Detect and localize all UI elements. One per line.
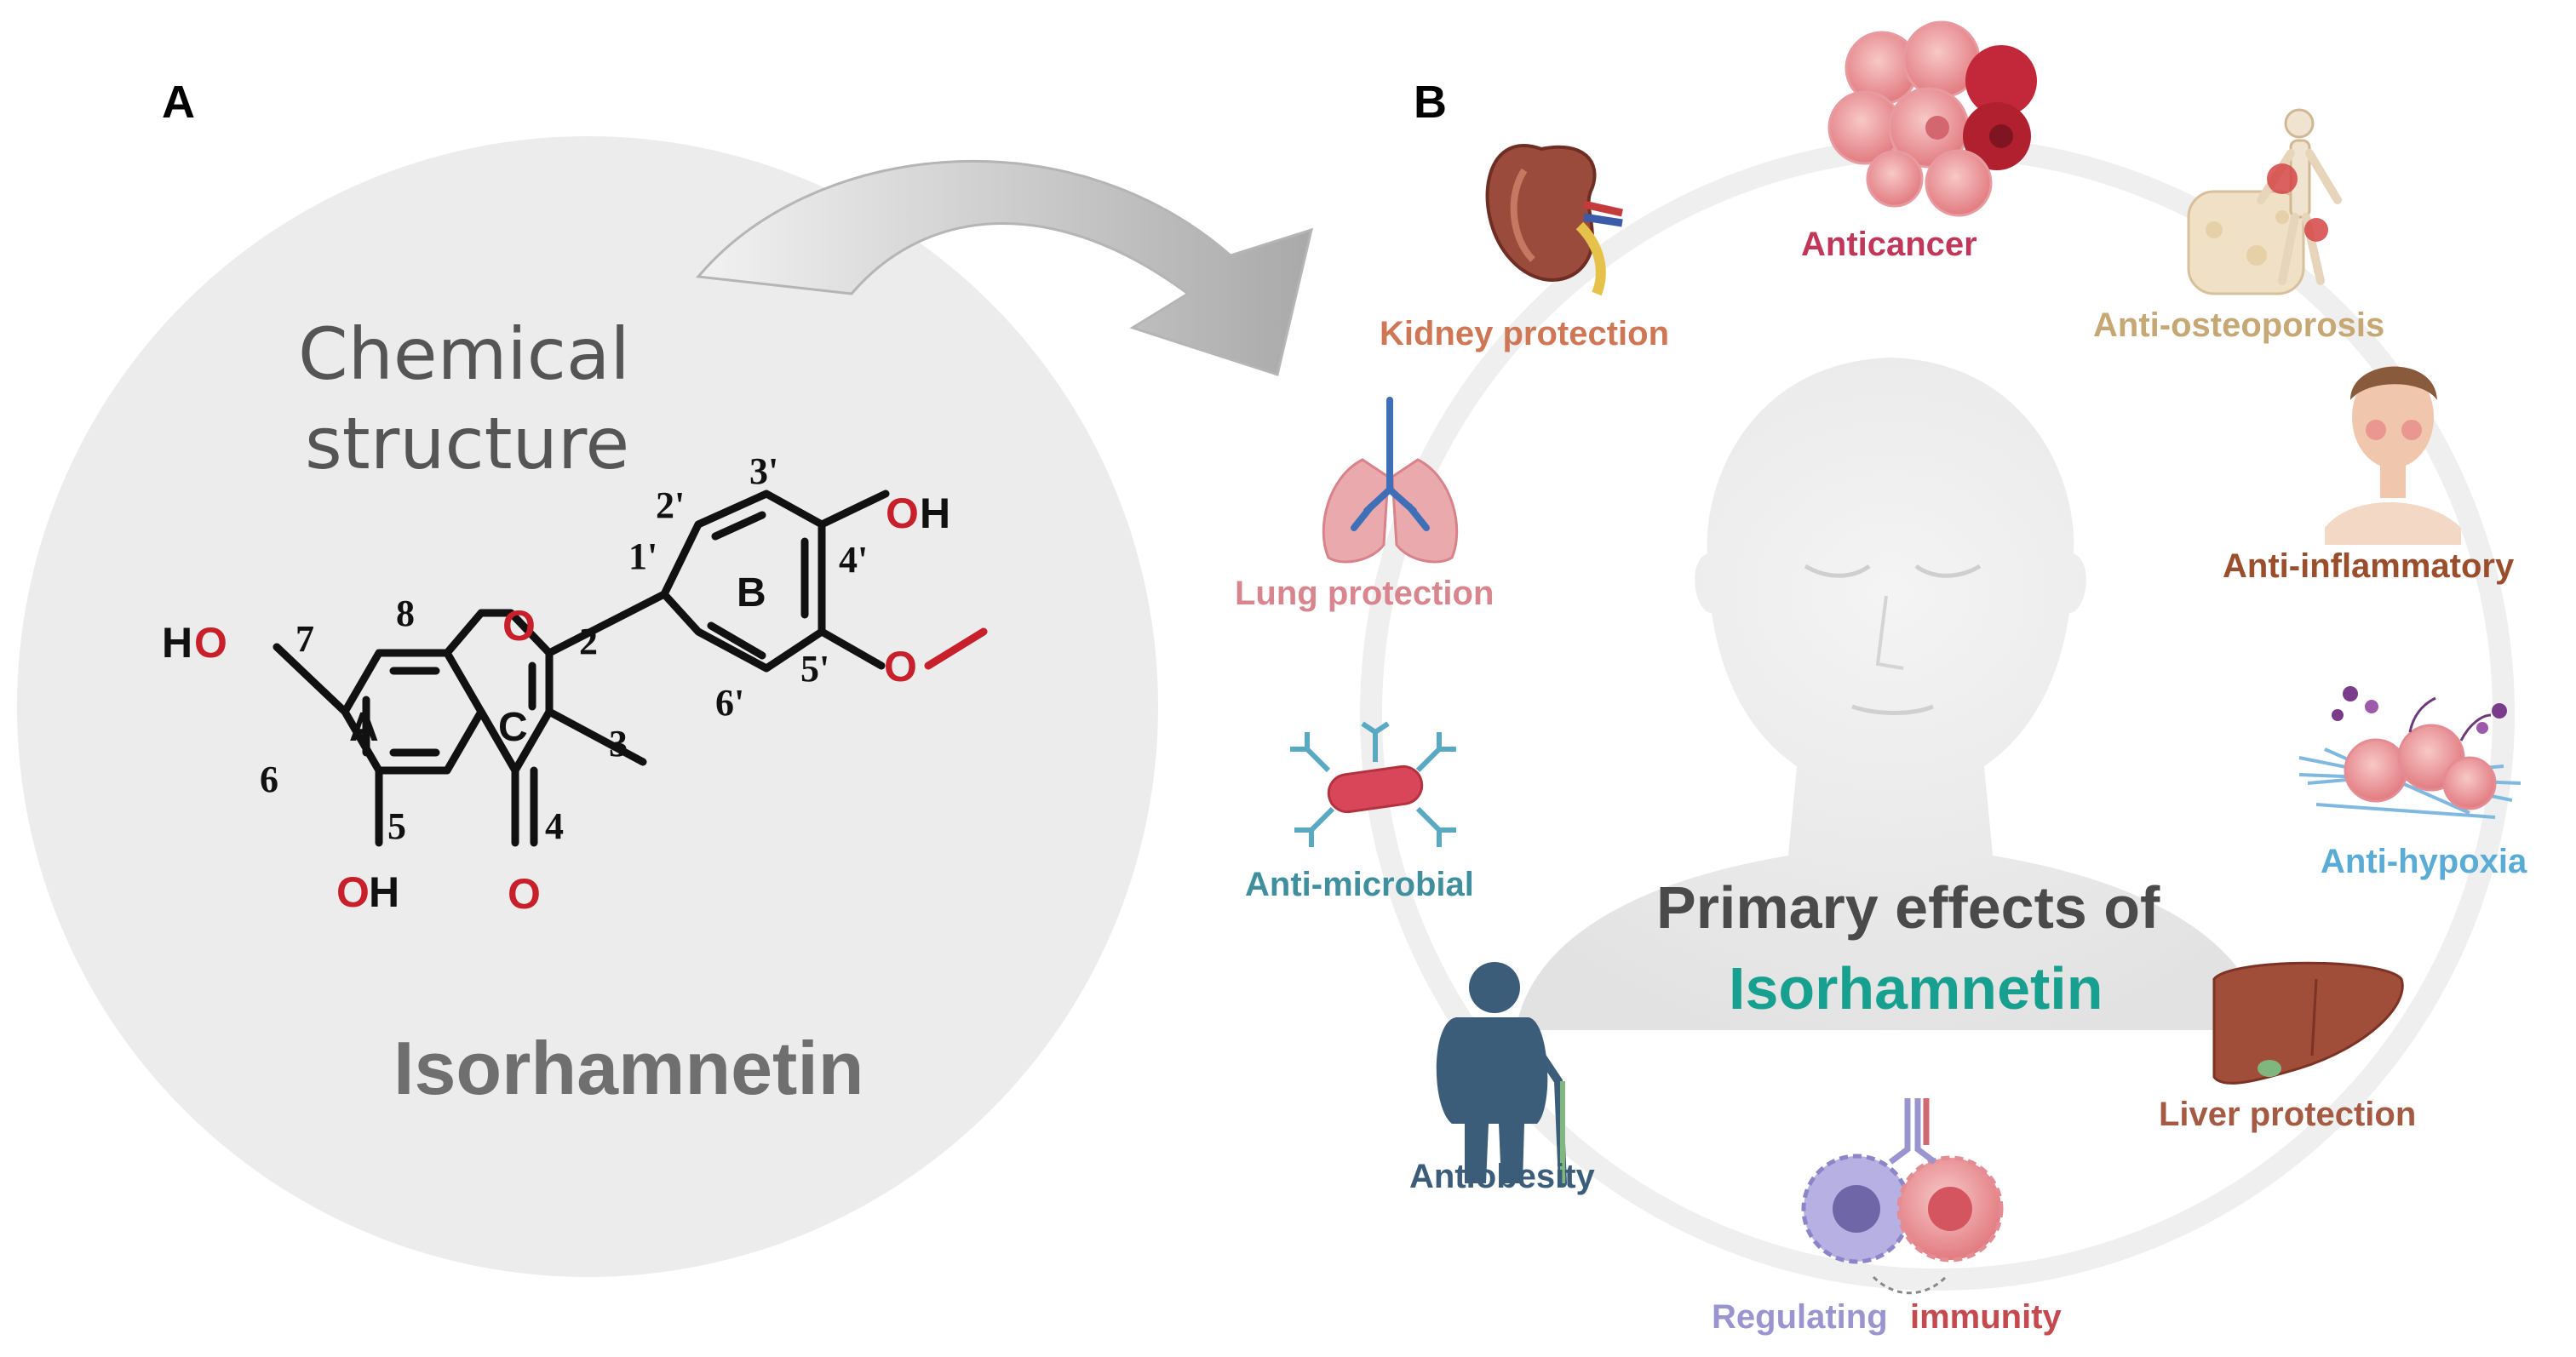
effect-anti-osteoporosis: Anti-osteoporosis — [2093, 306, 2384, 344]
cancer-cells-icon — [1827, 20, 2037, 217]
ring-label-a: A — [349, 705, 379, 750]
liver-icon — [2212, 961, 2404, 1085]
position-5prime: 5' — [800, 648, 829, 690]
atom-o-ring: O — [502, 602, 536, 650]
effect-liver-protection: Liver protection — [2159, 1096, 2416, 1133]
panel-a: A Chemical structure Isorhamnetin — [17, 77, 1158, 1277]
atom-h-5: H — [369, 868, 399, 916]
panel-b-letter: B — [1414, 77, 1447, 128]
position-4prime: 4' — [839, 539, 868, 581]
ring-label-c: C — [498, 705, 528, 750]
curved-arrow-icon — [696, 160, 1314, 376]
atom-h-7: H — [162, 619, 192, 667]
center-title-line2: Isorhamnetin — [1729, 955, 2103, 1022]
position-2prime: 2' — [656, 484, 685, 526]
effect-antiobesity: Antiobesity — [1409, 1158, 1596, 1195]
effect-anticancer: Anticancer — [1801, 226, 1977, 263]
position-3prime: 3' — [749, 450, 778, 492]
ring-label-b: B — [737, 570, 766, 616]
position-6prime: 6' — [715, 682, 744, 724]
position-7: 7 — [295, 618, 314, 660]
compound-name: Isorhamnetin — [393, 1026, 864, 1110]
bacteria-antibodies-icon — [1290, 721, 1456, 847]
atom-h-4prime: H — [920, 490, 950, 537]
immune-cells-icon — [1801, 1098, 2004, 1295]
isorhamnetin-structure — [273, 490, 988, 847]
effect-anti-inflammatory: Anti-inflammatory — [2223, 547, 2515, 585]
atom-o-methoxy: O — [884, 643, 917, 690]
kidney-icon — [1485, 144, 1623, 296]
panel-a-background-circle — [17, 136, 1158, 1277]
lungs-icon — [1322, 397, 1459, 564]
effect-lung-protection: Lung protection — [1235, 575, 1494, 612]
atom-o-4prime: O — [886, 490, 919, 537]
skeleton-icon — [2187, 108, 2342, 295]
position-1prime: 1' — [628, 535, 657, 577]
center-title-line1: Primary effects of — [1656, 874, 2160, 941]
chemical-structure-title-line1: Chemical — [298, 312, 630, 396]
effect-kidney-protection: Kidney protection — [1380, 315, 1669, 352]
atom-o-5: O — [336, 868, 370, 916]
position-2: 2 — [579, 621, 598, 662]
effect-immunity: immunity — [1910, 1298, 2063, 1336]
position-6: 6 — [260, 759, 278, 800]
effect-anti-hypoxia: Anti-hypoxia — [2321, 843, 2527, 880]
atom-o-7: O — [194, 619, 227, 667]
effect-anti-microbial: Anti-microbial — [1245, 866, 1474, 903]
position-3: 3 — [609, 723, 628, 764]
position-8: 8 — [396, 593, 415, 634]
panel-a-letter: A — [162, 77, 195, 128]
chemical-structure-title-line2: structure — [305, 402, 629, 485]
position-4: 4 — [545, 805, 564, 847]
panel-b: B Primary effects of Isorhamnetin Antic — [1235, 20, 2527, 1336]
hypoxia-cells-icon — [2298, 686, 2521, 819]
elderly-person-icon — [1436, 962, 1567, 1188]
atom-o-keto: O — [508, 870, 541, 918]
human-head-icon — [1516, 358, 2265, 1030]
effect-regulating: Regulating — [1712, 1298, 1888, 1336]
position-5: 5 — [387, 805, 406, 847]
inflamed-face-icon — [2325, 366, 2461, 545]
